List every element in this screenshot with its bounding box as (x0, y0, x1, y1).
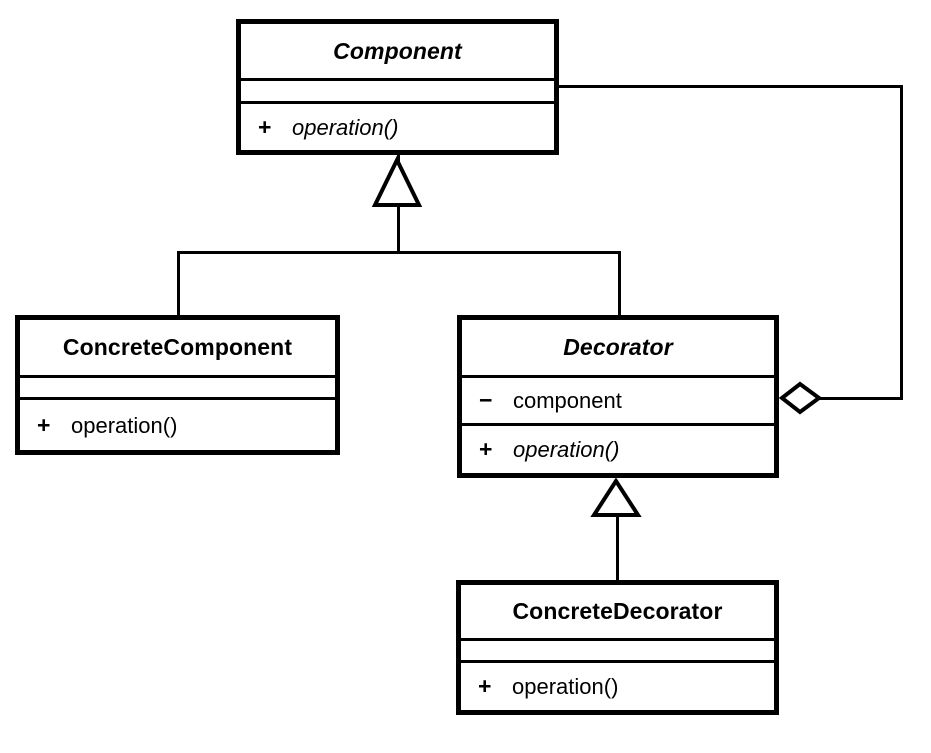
generalization-stem-component (397, 155, 400, 177)
aggregation-segment-right (900, 85, 903, 399)
aggregation-segment-bottom (816, 397, 903, 400)
concrete-decorator-operations-compartment: + operation() (461, 663, 774, 710)
aggregation-segment-top (556, 85, 903, 88)
concrete-decorator-name-compartment: ConcreteDecorator (461, 585, 774, 641)
concrete-decorator-operation-signature: operation() (512, 674, 619, 699)
class-box-component[interactable]: Component + operation() (236, 19, 559, 155)
decorator-operation-signature: operation() (513, 437, 620, 462)
decorator-class-name: Decorator (563, 334, 673, 360)
decorator-attribute-visibility: − (479, 387, 493, 413)
generalization-drop-concrete-component (177, 251, 180, 317)
component-operations-compartment: + operation() (241, 104, 554, 150)
concrete-component-operation-visibility: + (37, 411, 51, 438)
component-name-compartment: Component (241, 24, 554, 81)
decorator-attributes-compartment: − component (462, 378, 774, 426)
class-box-concrete-decorator[interactable]: ConcreteDecorator + operation() (456, 580, 779, 715)
generalization-stem-fork (397, 207, 400, 253)
component-operation-visibility: + (258, 113, 272, 140)
decorator-attribute-name: component (513, 388, 622, 413)
concrete-decorator-attributes-compartment (461, 641, 774, 663)
concrete-component-attributes-compartment (20, 378, 335, 400)
decorator-operation-visibility: + (479, 436, 493, 462)
component-operation-row: + operation() (241, 114, 398, 141)
decorator-attribute-row: − component (462, 387, 622, 414)
component-class-name: Component (333, 37, 462, 64)
generalization-stem-concrete-decorator (616, 513, 619, 582)
class-box-concrete-component[interactable]: ConcreteComponent + operation() (15, 315, 340, 455)
generalization-fork-bar (177, 251, 621, 254)
concrete-component-operation-signature: operation() (71, 412, 178, 438)
concrete-component-operation-row: + operation() (20, 412, 177, 439)
concrete-decorator-operation-visibility: + (478, 673, 492, 699)
concrete-component-operations-compartment: + operation() (20, 400, 335, 450)
concrete-decorator-operation-row: + operation() (461, 673, 618, 700)
generalization-triangle-decorator (590, 477, 642, 517)
component-attributes-compartment (241, 81, 554, 104)
class-box-decorator[interactable]: Decorator − component + operation() (457, 315, 779, 478)
decorator-operations-compartment: + operation() (462, 426, 774, 473)
concrete-decorator-class-name: ConcreteDecorator (512, 598, 723, 624)
decorator-operation-row: + operation() (462, 436, 619, 463)
component-operation-signature: operation() (292, 114, 399, 140)
decorator-name-compartment: Decorator (462, 320, 774, 378)
aggregation-diamond (778, 381, 823, 415)
generalization-drop-decorator (618, 251, 621, 317)
concrete-component-class-name: ConcreteComponent (62, 334, 293, 360)
concrete-component-name-compartment: ConcreteComponent (20, 320, 335, 378)
